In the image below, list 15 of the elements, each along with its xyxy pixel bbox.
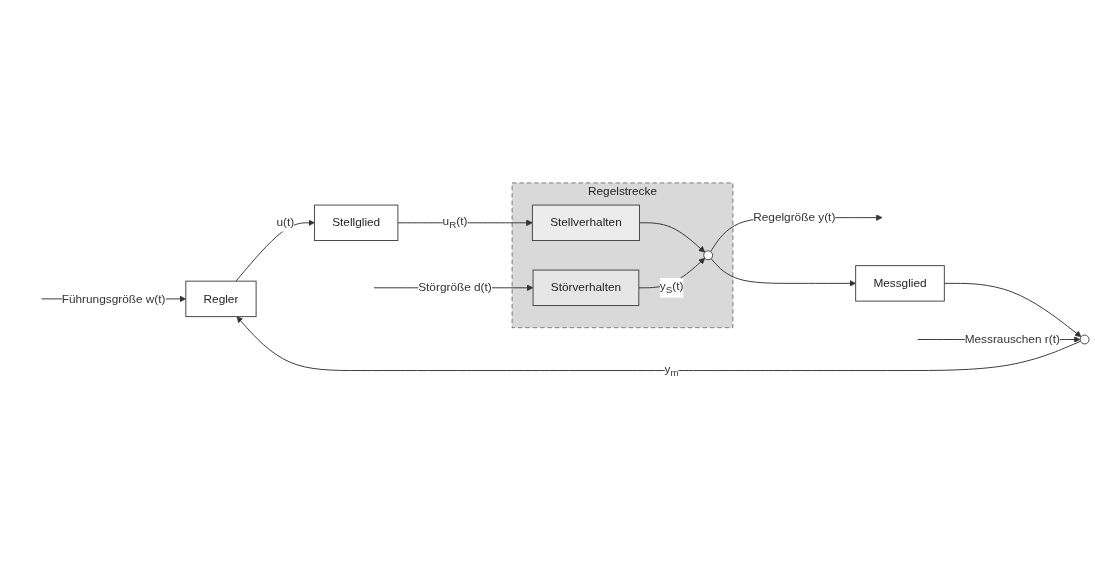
node-circle [1079,334,1090,345]
edge-label: Regelgröße y(t) [753,210,836,224]
edge-label: u$_{R}$(t) [442,214,468,231]
node-box: Stellverhalten [531,204,640,241]
node-box: Regler [185,280,257,317]
edge-label: y$_{S}$(t) [659,279,684,296]
edge-label: Messrauschen r(t) [964,332,1060,346]
edge-label: Störgröße d(t) [418,280,492,294]
node-box: Störverhalten [532,269,640,306]
node-box: Stellglied [313,204,399,241]
node-circle [703,250,714,260]
edge-label: y$_{m}$ [664,362,679,379]
node-box: Messglied [855,264,945,302]
edge-label: u(t) [276,215,295,229]
edge-label: Führungsgröße w(t) [61,291,166,305]
